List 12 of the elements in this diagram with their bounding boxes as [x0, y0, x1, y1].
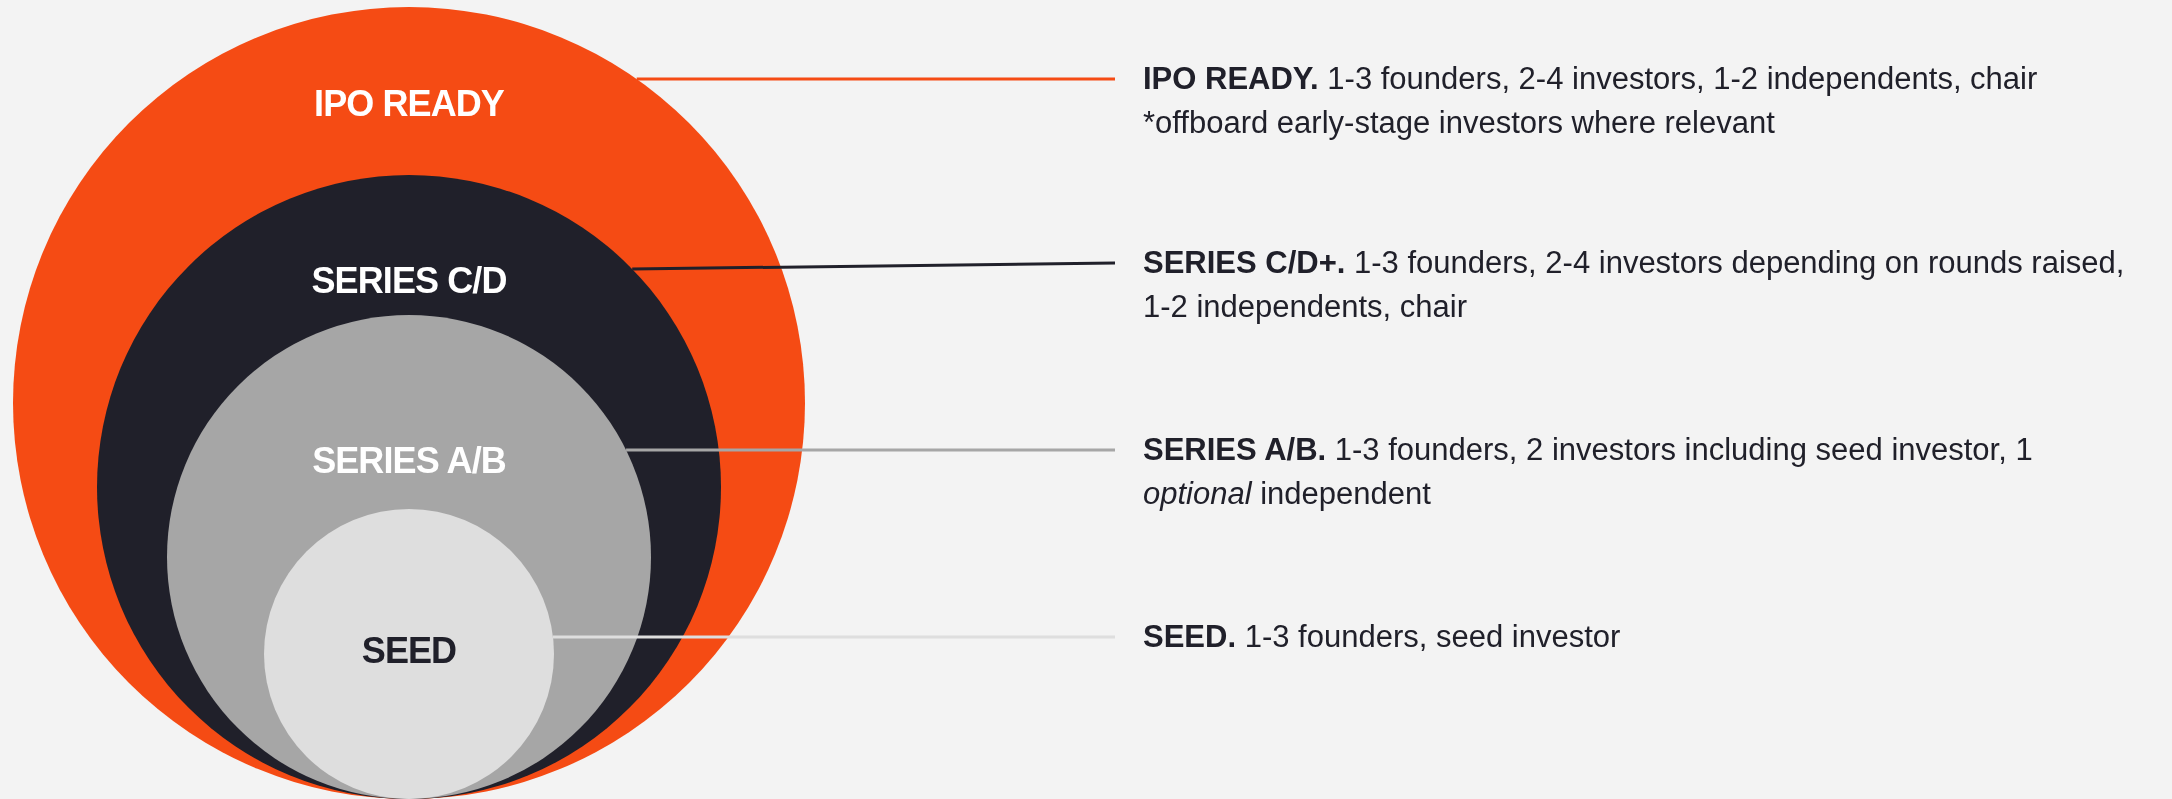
stage-description: SERIES C/D+. 1-3 founders, 2-4 investors depending on rounds raised, 1-2 independents, chair	[1143, 244, 2126, 326]
leader-line	[626, 448, 1115, 452]
leader-line	[553, 635, 1115, 639]
stage-label: SERIES C/D	[311, 261, 507, 301]
leader-line	[636, 77, 1115, 81]
stage-description: IPO READY. 1-3 founders, 2-4 investors, 1-2 independents, chair *offboard early-stage investors where relevant	[1143, 60, 2039, 142]
stage-description: SEED. 1-3 founders, seed investor	[1143, 618, 1622, 656]
stage-label: IPO READY	[314, 84, 504, 124]
stage-label: SERIES A/B	[312, 441, 506, 481]
stage-description: SERIES A/B. 1-3 founders, 2 investors including seed investor, 1 optional independent	[1143, 431, 2034, 513]
stage-label: SEED	[361, 631, 457, 671]
leader-line	[632, 261, 1115, 271]
